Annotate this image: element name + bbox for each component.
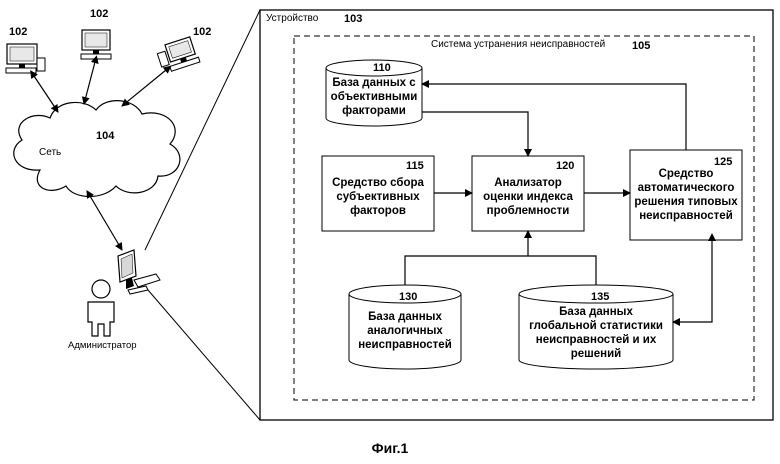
client-computer-icon: [81, 30, 111, 59]
client-computer-icon: [6, 44, 45, 73]
network-ref-label: 104: [96, 130, 114, 142]
system-ref-label: 105: [632, 40, 650, 52]
similar-faults-db-ref: 130: [399, 291, 417, 303]
device-ref-label: 103: [344, 13, 362, 25]
flow-resolver-global-db: [673, 240, 712, 322]
flow-objective-db-to-analyzer: [422, 112, 528, 156]
global-stats-db-ref: 135: [591, 291, 609, 303]
analyzer-label: Анализатор оценки индекса проблемности: [474, 176, 582, 218]
client-computer-icon: [155, 36, 199, 73]
device-label: Устройство: [266, 13, 318, 24]
subjective-collector-ref: 115: [406, 160, 424, 172]
client-ref-label: 102: [193, 26, 211, 38]
analyzer-ref: 120: [556, 160, 574, 172]
similar-faults-db-label: База данных аналогичных неисправностей: [352, 310, 458, 352]
global-stats-db-label: База данных глобальной статистики неиспр…: [525, 305, 667, 361]
flow-similar-db-link: [405, 256, 596, 285]
link-client2-network: [84, 62, 95, 104]
admin-monitor-icon: [118, 250, 160, 294]
link-network-admin: [90, 196, 122, 250]
system-label: Система устранения неисправностей: [431, 39, 605, 50]
figure-caption: Фиг.1: [0, 440, 780, 456]
zoom-line-bottom: [148, 290, 260, 420]
auto-resolver-label: Средство автоматического решения типовых…: [633, 167, 739, 223]
flow-resolver-to-objective-db: [422, 84, 686, 150]
subjective-collector-label: Средство сбора субъективных факторов: [326, 176, 430, 218]
admin-person-icon: [88, 280, 114, 336]
client-ref-label: 102: [9, 26, 27, 38]
admin-label: Администратор: [68, 340, 137, 351]
objective-db-label: База данных с объективными факторами: [326, 76, 422, 118]
objective-db-ref: 110: [373, 62, 391, 74]
client-ref-label: 102: [90, 8, 108, 20]
link-client1-network: [34, 76, 58, 112]
network-label: Сеть: [39, 147, 61, 158]
link-client3-network: [122, 70, 166, 106]
